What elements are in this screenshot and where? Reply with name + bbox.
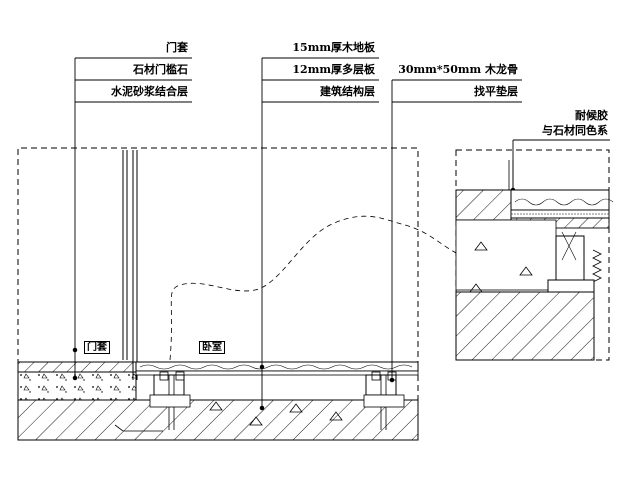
label-plywood: 12mm厚多层板	[292, 63, 375, 76]
tag-door-cover: 门套	[84, 341, 110, 354]
label-weatherproof-sealant: 耐候胶	[575, 109, 608, 122]
tag-bedroom: 卧室	[199, 341, 225, 354]
label-structural-layer: 建筑结构层	[320, 85, 375, 98]
label-wood-floor: 15mm厚木地板	[292, 41, 375, 54]
main-section	[17, 147, 461, 441]
label-mortar-bond-layer: 水泥砂浆结合层	[111, 85, 188, 98]
label-leveling-layer: 找平垫层	[474, 85, 518, 98]
detail-enlargement	[455, 149, 614, 361]
label-door-cover: 门套	[166, 41, 188, 54]
label-same-color-as-stone: 与石材同色系	[542, 124, 608, 137]
label-wood-joist: 30mm*50mm 木龙骨	[398, 63, 518, 76]
label-stone-threshold: 石材门槛石	[133, 63, 188, 76]
